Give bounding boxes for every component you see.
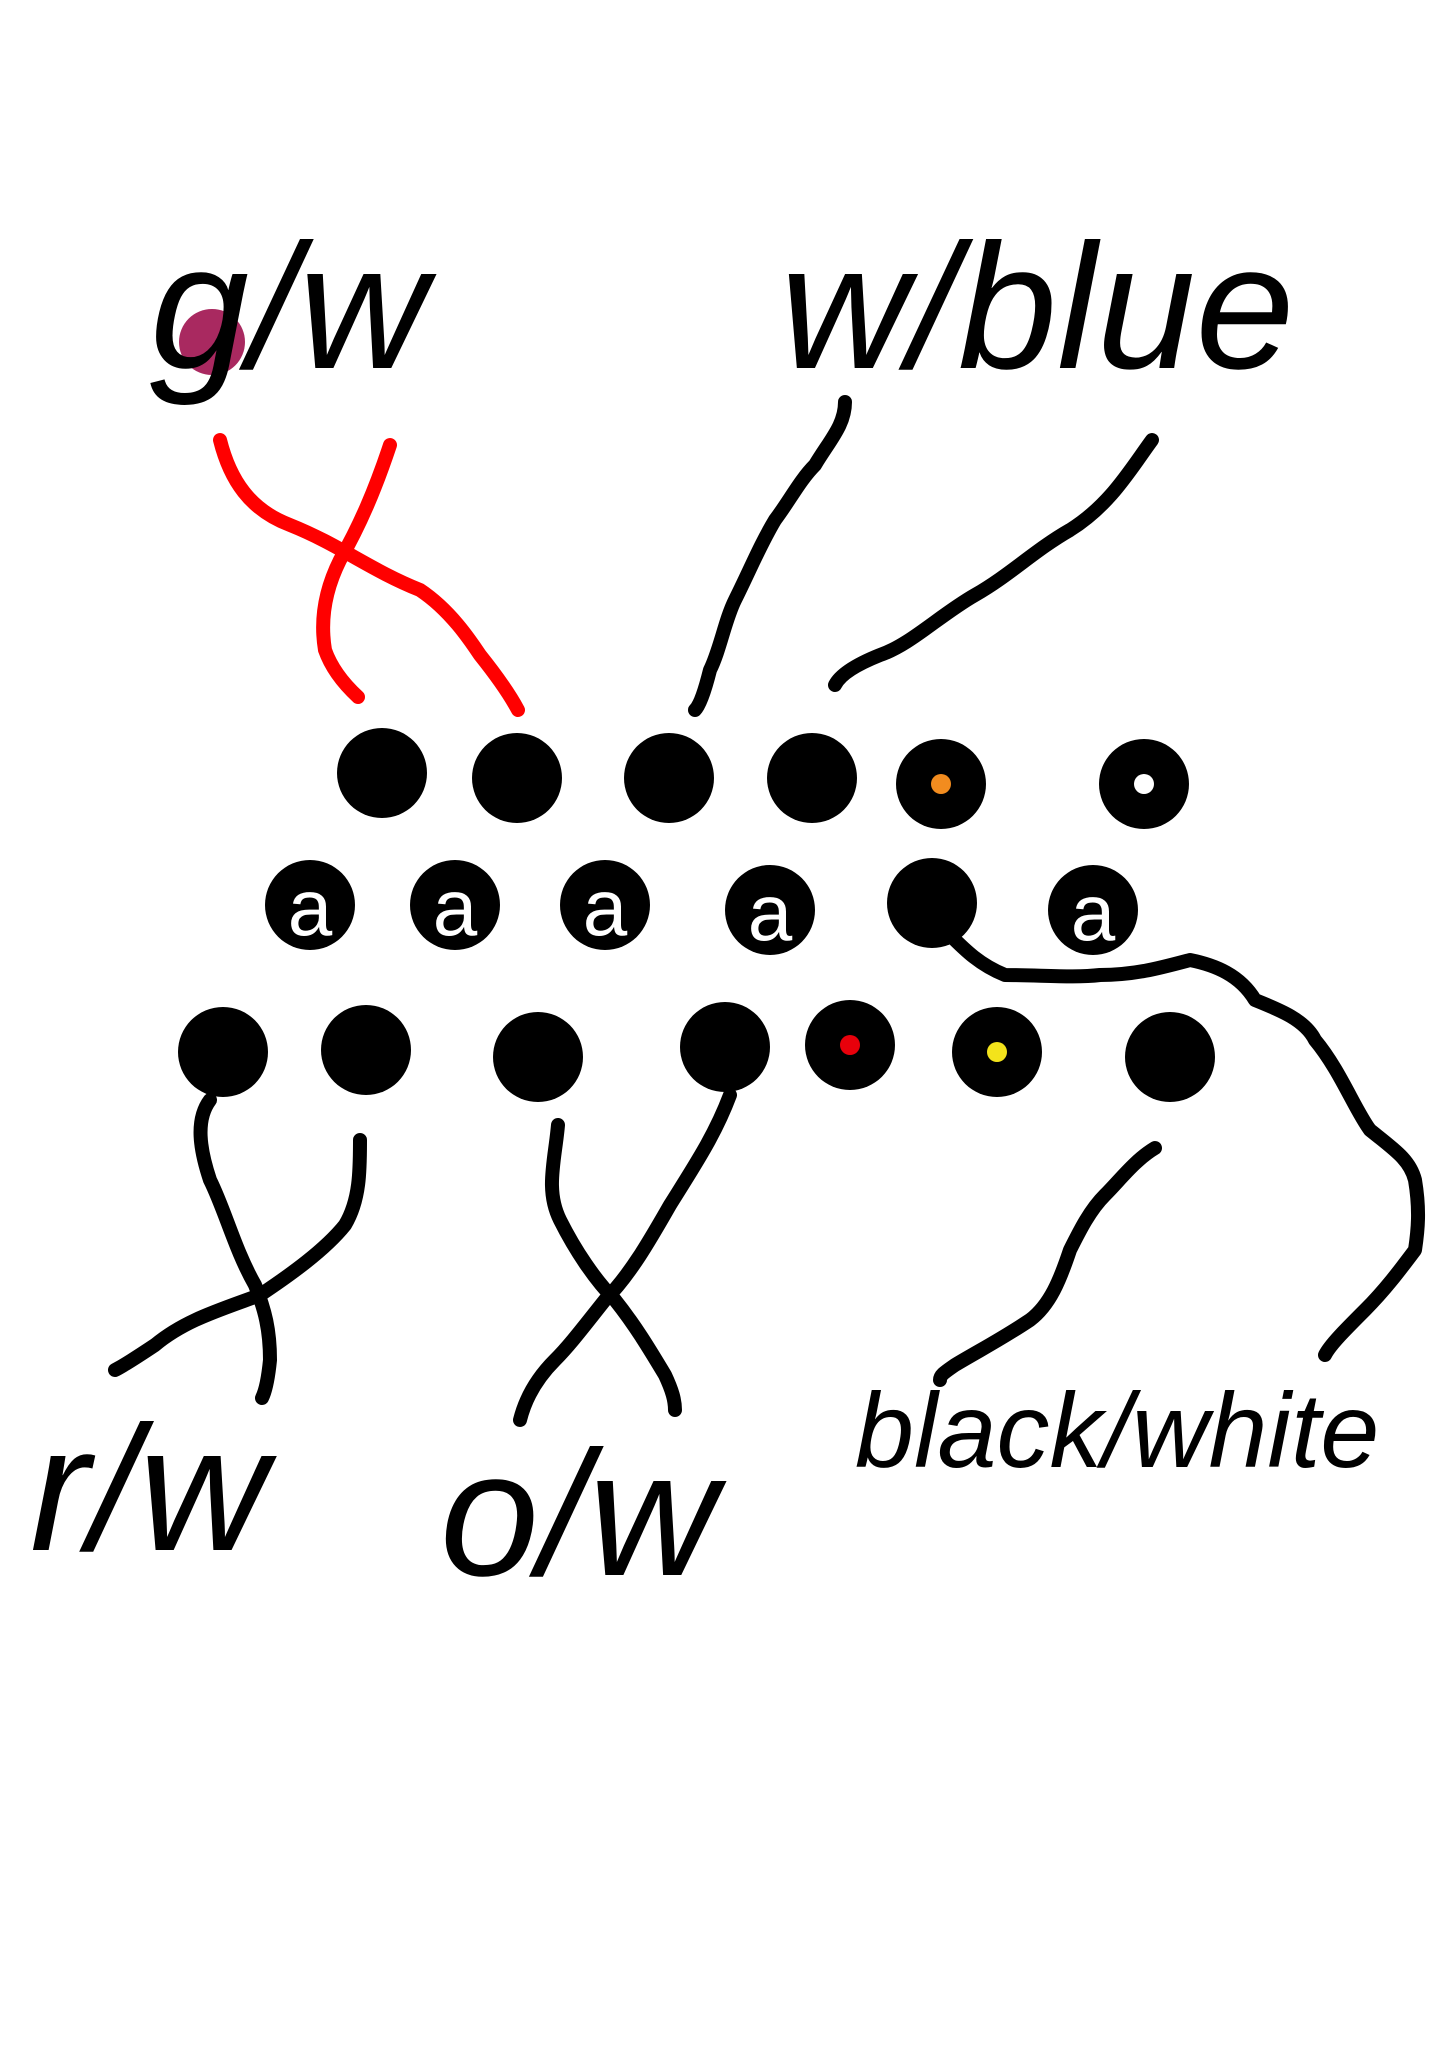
- pin-mid-1-glyph: a: [288, 863, 333, 952]
- black-wire-bot-2: [108, 1133, 367, 1377]
- pin-mid-3: [560, 860, 650, 950]
- label-w-blue: w/blue: [780, 207, 1295, 406]
- pin-top-2: [472, 733, 562, 823]
- pin-top-1: [337, 728, 427, 818]
- pin-top-3: [624, 733, 714, 823]
- bottom-black-wires: [108, 928, 1426, 1427]
- pin-mid-5: [887, 858, 977, 948]
- pin-mid-4-glyph: a: [748, 868, 793, 957]
- pin-top-4: [767, 733, 857, 823]
- pin-bot-5-red-dot: [840, 1035, 860, 1055]
- magenta-marker: [179, 309, 245, 375]
- black-wire-bot-4: [513, 1088, 737, 1427]
- middle-pin-row: a a a a a: [265, 858, 1138, 957]
- top-pin-row: [337, 728, 1189, 829]
- black-wire-bot-3: [545, 1118, 682, 1417]
- bottom-pin-row: [178, 1000, 1215, 1102]
- pin-mid-1: [265, 860, 355, 950]
- pin-mid-4: [725, 865, 815, 955]
- pin-top-6-white-dot: [1134, 774, 1154, 794]
- black-wire-bot-1: [193, 1093, 277, 1405]
- pin-bot-3: [493, 1012, 583, 1102]
- pin-mid-2: [410, 860, 500, 950]
- pin-mid-6-glyph: a: [1071, 868, 1116, 957]
- pin-bot-2: [321, 1005, 411, 1095]
- red-crossed-wires: [213, 433, 525, 717]
- label-r-w: r/w: [30, 1389, 268, 1588]
- red-wire-2: [316, 438, 397, 704]
- black-wire-bot-6: [943, 928, 1426, 1362]
- pin-bot-4: [680, 1002, 770, 1092]
- pin-bot-6-yellow-dot: [987, 1042, 1007, 1062]
- red-wire-1: [213, 433, 525, 717]
- black-wire-bot-5: [933, 1141, 1162, 1387]
- black-wire-top-2: [828, 433, 1159, 692]
- pin-mid-6: [1048, 865, 1138, 955]
- label-black-white: black/white: [855, 1372, 1380, 1490]
- black-wire-top-1: [688, 395, 852, 717]
- pin-bot-7: [1125, 1012, 1215, 1102]
- pin-mid-3-glyph: a: [583, 863, 628, 952]
- pin-mid-2-glyph: a: [433, 863, 478, 952]
- label-o-w: o/w: [440, 1414, 717, 1613]
- pin-top-5-orange-dot: [931, 774, 951, 794]
- label-g-w: g/w: [150, 207, 427, 406]
- pin-bot-1: [178, 1007, 268, 1097]
- top-black-wires: [688, 395, 1159, 717]
